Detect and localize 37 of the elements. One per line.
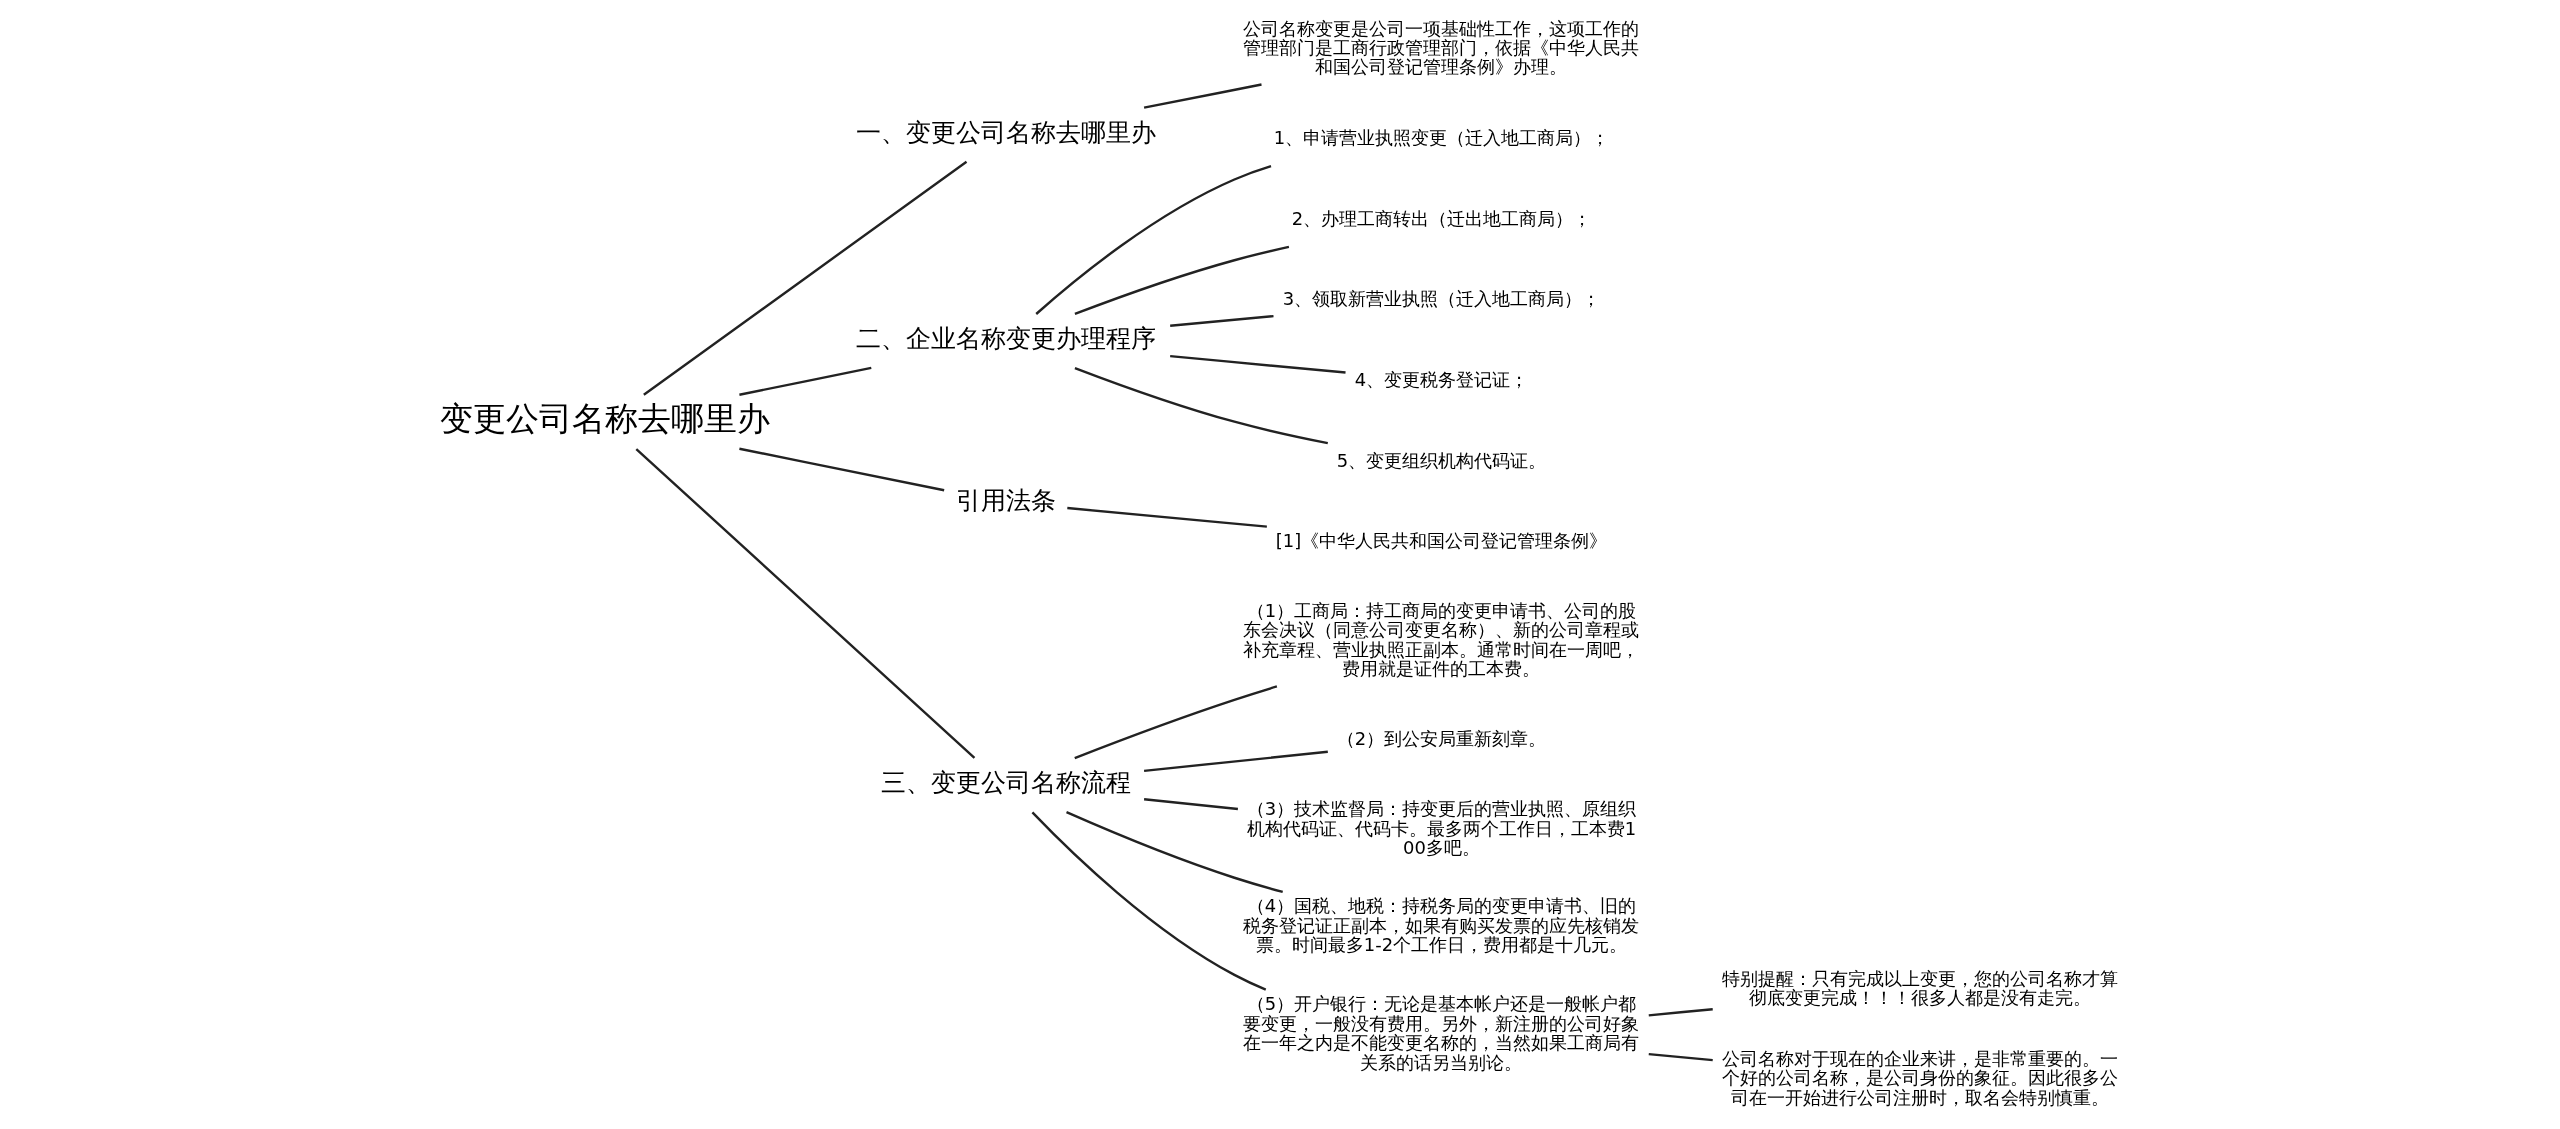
connector (1143, 83, 1262, 109)
node-text: 4、变更税务登记证； (1354, 368, 1529, 390)
node-text: 1、申请营业执照变更（迁入地工商局）； (1273, 126, 1610, 148)
connector (1648, 1052, 1713, 1062)
connector (643, 160, 968, 396)
node-text: 公司名称变更是公司一项基础性工作，这项工作的管理部门是工商行政管理部门，依据《中华人民共和国公司登记管理条例》办理。 (1243, 17, 1640, 78)
connector (1035, 165, 1272, 315)
connector (1648, 1008, 1713, 1017)
connector (1143, 798, 1239, 811)
connector (1074, 685, 1278, 760)
connector (1170, 355, 1346, 374)
node-text: 引用法条 (955, 484, 1056, 515)
node-text: 5、变更组织机构代码证。 (1336, 449, 1547, 471)
connector (635, 448, 976, 759)
node-text: （1）工商局：持工商局的变更申请书、公司的股东会决议（同意公司变更名称）、新的公司章程或补充章程、营业执照正副本。通常时间在一周吧，费用就是证件的工本费。 (1243, 599, 1640, 680)
connector (1067, 506, 1267, 528)
node-text: （2）到公安局重新刻章。 (1336, 727, 1547, 749)
connector (739, 366, 872, 396)
node-text: 3、领取新营业执照（迁入地工商局）； (1282, 288, 1601, 310)
connector (1066, 811, 1284, 894)
connector (1074, 366, 1329, 445)
node-text: 一、变更公司名称去哪里办 (855, 116, 1156, 147)
node-text: 三、变更公司名称流程 (880, 767, 1131, 798)
node-text: 特别提醒：只有完成以上变更，您的公司名称才算彻底变更完成！！！很多人都是没有走完。 (1721, 967, 2118, 1009)
connector (1074, 245, 1290, 316)
node-text: （5）开户银行：无论是基本帐户还是一般帐户都要变更，一般没有费用。另外，新注册的公司好象在一年之内是不能变更名称的，当然如果工商局有关系的话另当别论。 (1243, 993, 1640, 1073)
connector (1170, 314, 1274, 327)
node-text: （4）国税、地税：持税务局的变更申请书、旧的税务登记证正副本，如果有购买发票的应先核销发票。时间最多1-2个工作日，费用都是十几元。 (1243, 895, 1640, 956)
node-text: 变更公司名称去哪里办 (439, 399, 770, 439)
node-text: 2、办理工商转出（迁出地工商局）； (1291, 207, 1592, 229)
node-text: （3）技术监督局：持变更后的营业执照、原组织机构代码证、代码卡。最多两个工作日，工本费100多吧。 (1246, 798, 1637, 858)
connector (739, 447, 945, 492)
node-text: [1]《中华人民共和国公司登记管理条例》 (1275, 530, 1608, 552)
node-text: 公司名称对于现在的企业来讲，是非常重要的。一个好的公司名称，是公司身份的象征。因此很多公司在一开始进行公司注册时，取名会特别慎重。 (1721, 1047, 2118, 1108)
connector (1143, 750, 1328, 773)
node-text: 二、企业名称变更办理程序 (855, 323, 1156, 354)
connector (1031, 811, 1267, 991)
